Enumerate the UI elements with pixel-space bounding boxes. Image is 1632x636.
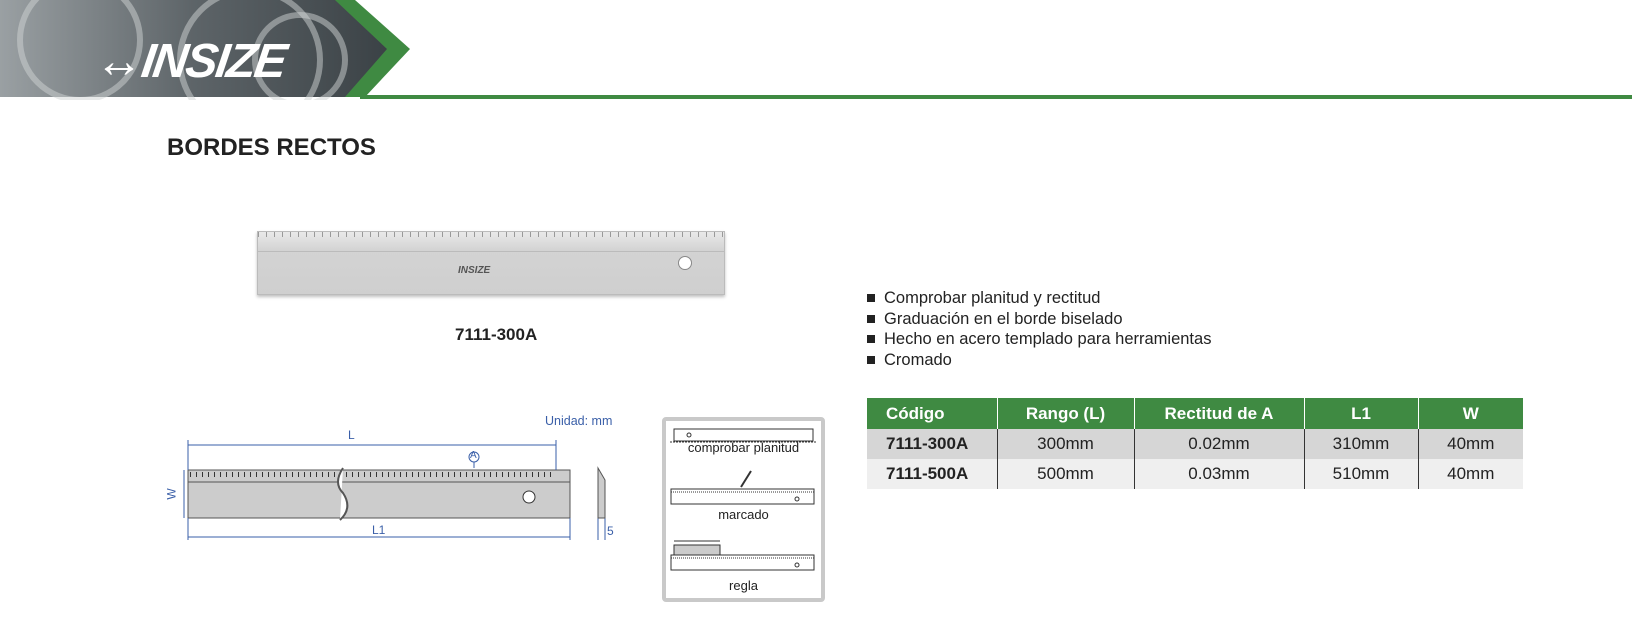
table-row: 7111-300A 300mm 0.02mm 310mm 40mm — [867, 429, 1523, 459]
usage-label: comprobar planitud — [687, 440, 800, 455]
product-image-ruler: INSIZE — [257, 231, 725, 295]
spec-table: Código Rango (L) Rectitud de A L1 W 7111… — [867, 398, 1523, 489]
ruler-hole — [678, 256, 692, 270]
feature-item: Cromado — [867, 350, 1211, 371]
usage-panel: comprobar planitud marcado regla — [662, 417, 825, 602]
feature-item: Hecho en acero templado para herramienta… — [867, 329, 1211, 350]
feature-list: Comprobar planitud y rectitud Graduación… — [867, 288, 1211, 370]
col-header: Rango (L) — [996, 398, 1134, 429]
dimension-drawing — [183, 440, 606, 540]
table-row: 7111-500A 500mm 0.03mm 510mm 40mm — [867, 459, 1523, 489]
cell: 40mm — [1417, 459, 1523, 489]
ruler-scale — [258, 232, 724, 252]
dim-label-L: L — [348, 428, 355, 442]
col-header: L1 — [1303, 398, 1418, 429]
feature-item: Comprobar planitud y rectitud — [867, 288, 1211, 309]
dim-label-thickness: 5 — [607, 524, 614, 538]
usage-label: marcado — [718, 507, 769, 522]
col-header: Código — [867, 398, 997, 429]
cell: 0.02mm — [1133, 429, 1304, 459]
cell: 510mm — [1303, 459, 1418, 489]
cell: 40mm — [1417, 429, 1523, 459]
cell: 310mm — [1303, 429, 1418, 459]
col-header: W — [1417, 398, 1523, 429]
insize-logo: ↔INSIZE — [92, 35, 289, 88]
cell: 7111-300A — [867, 429, 997, 459]
table-header-row: Código Rango (L) Rectitud de A L1 W — [867, 398, 1523, 429]
cell: 500mm — [996, 459, 1134, 489]
usage-illustrations — [670, 428, 817, 571]
page-title: BORDES RECTOS — [167, 134, 376, 161]
dim-label-L1: L1 — [372, 523, 386, 537]
cell: 0.03mm — [1133, 459, 1304, 489]
col-header: Rectitud de A — [1133, 398, 1304, 429]
product-model-label: 7111-300A — [455, 325, 538, 344]
dim-label-A: A — [470, 450, 477, 461]
header-banner — [0, 0, 1632, 100]
unit-label: Unidad: mm — [545, 414, 613, 428]
feature-item: Graduación en el borde biselado — [867, 309, 1211, 330]
usage-label: regla — [729, 578, 758, 593]
cell: 7111-500A — [867, 459, 997, 489]
ruler-logo: INSIZE — [458, 265, 491, 276]
cell: 300mm — [996, 429, 1134, 459]
dim-label-W: W — [164, 488, 179, 500]
